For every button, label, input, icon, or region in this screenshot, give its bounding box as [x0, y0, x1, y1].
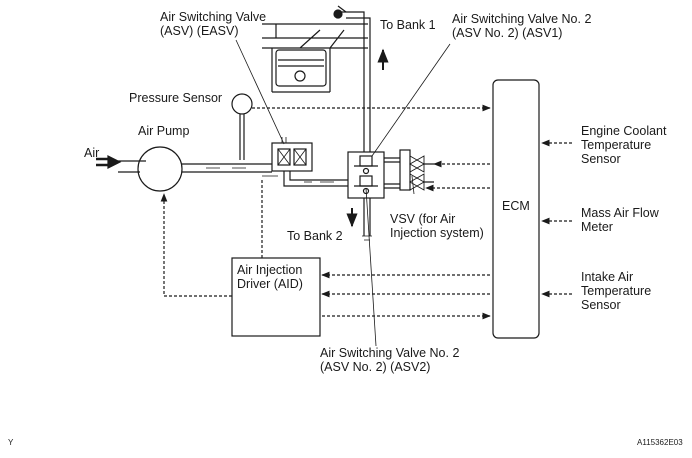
asv1-label: Air Switching Valve No. 2 (ASV No. 2) (A… [452, 12, 592, 40]
ecm-label: ECM [502, 199, 530, 213]
vsv-label: VSV (for Air Injection system) [390, 212, 484, 240]
engine-cylinder-head [262, 23, 368, 49]
easv-valve [271, 142, 313, 172]
pressure-sensor-label: Pressure Sensor [129, 91, 223, 105]
air-inlet-lines [118, 160, 146, 173]
aid-label: Air Injection Driver (AID) [237, 263, 303, 291]
pump-outlet-pipe [182, 163, 272, 173]
pressure-sensor-circle [231, 93, 253, 115]
air-label: Air [84, 146, 100, 160]
vsv-valve-body [399, 149, 411, 191]
bank1-pipe [340, 11, 371, 152]
aid-to-pump-line [160, 193, 232, 297]
asv-no2-body [347, 151, 385, 199]
vsv-symbol [384, 157, 400, 189]
corner-code: Y [8, 438, 14, 447]
air-inlet-arrow [107, 155, 122, 169]
engine-piston [275, 49, 327, 87]
asv2-label: Air Switching Valve No. 2 (ASV No. 2) (A… [320, 346, 460, 374]
air-pump-label: Air Pump [138, 124, 190, 138]
air-pump-circle [137, 146, 183, 192]
intake-sensor-label: Intake Air Temperature Sensor [581, 270, 652, 312]
coolant-sensor-label: Engine Coolant Temperature Sensor [581, 124, 667, 166]
asv-easv-label: Air Switching Valve (ASV) (EASV) [160, 10, 267, 38]
bank2-pipe [363, 198, 371, 236]
aid-box [231, 257, 321, 337]
easv-leader [235, 39, 285, 145]
easv-to-asv2-pipe [283, 171, 348, 187]
to-bank2-label: To Bank 2 [287, 229, 343, 243]
asv2-leader [365, 187, 377, 347]
ecm-box [492, 79, 540, 339]
maf-label: Mass Air Flow Meter [581, 206, 659, 234]
asv1-leader [371, 43, 451, 157]
vsv-leader [411, 175, 415, 195]
to-bank1-label: To Bank 1 [380, 18, 436, 32]
figure-id: A115362E03 [637, 438, 683, 447]
